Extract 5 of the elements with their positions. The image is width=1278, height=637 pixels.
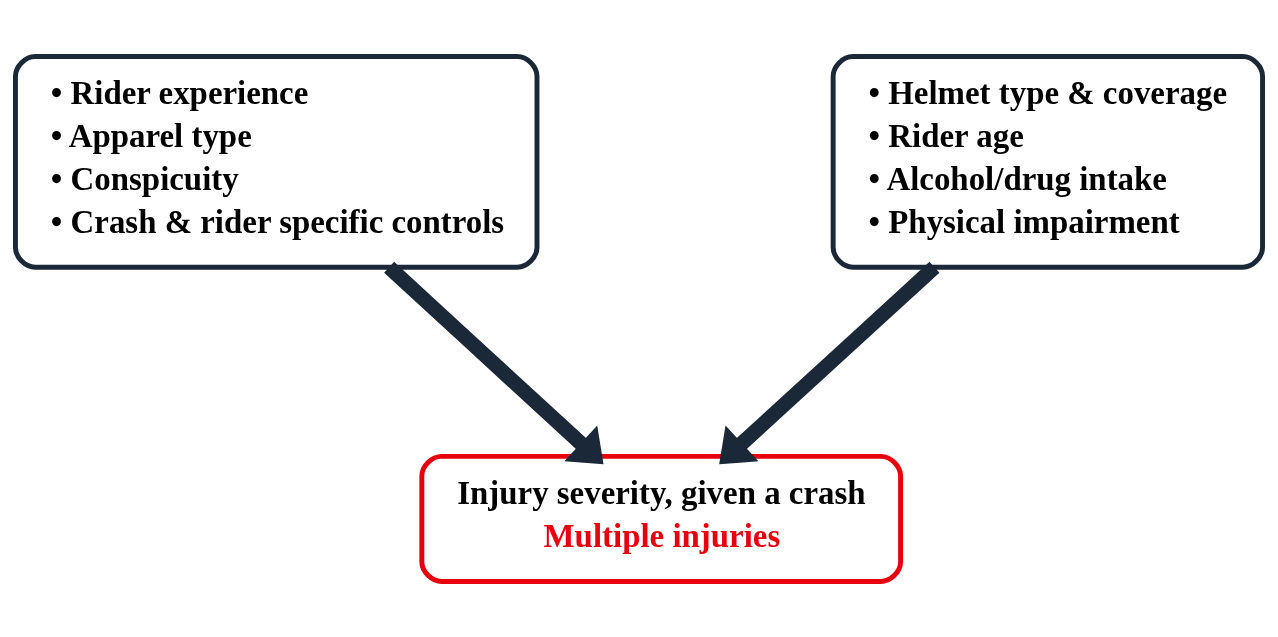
node-box: Injury severity, given a crash Multiple injuries [419,453,904,584]
arrow [719,261,940,464]
arrow [384,261,604,464]
node-box: • Rider experience • Apparel type • Conspicuity • Crash & rider specific controls [12,53,540,270]
node-box: • Helmet type & coverage • Rider age • Alcohol/drug intake • Physical impairment [830,53,1265,270]
